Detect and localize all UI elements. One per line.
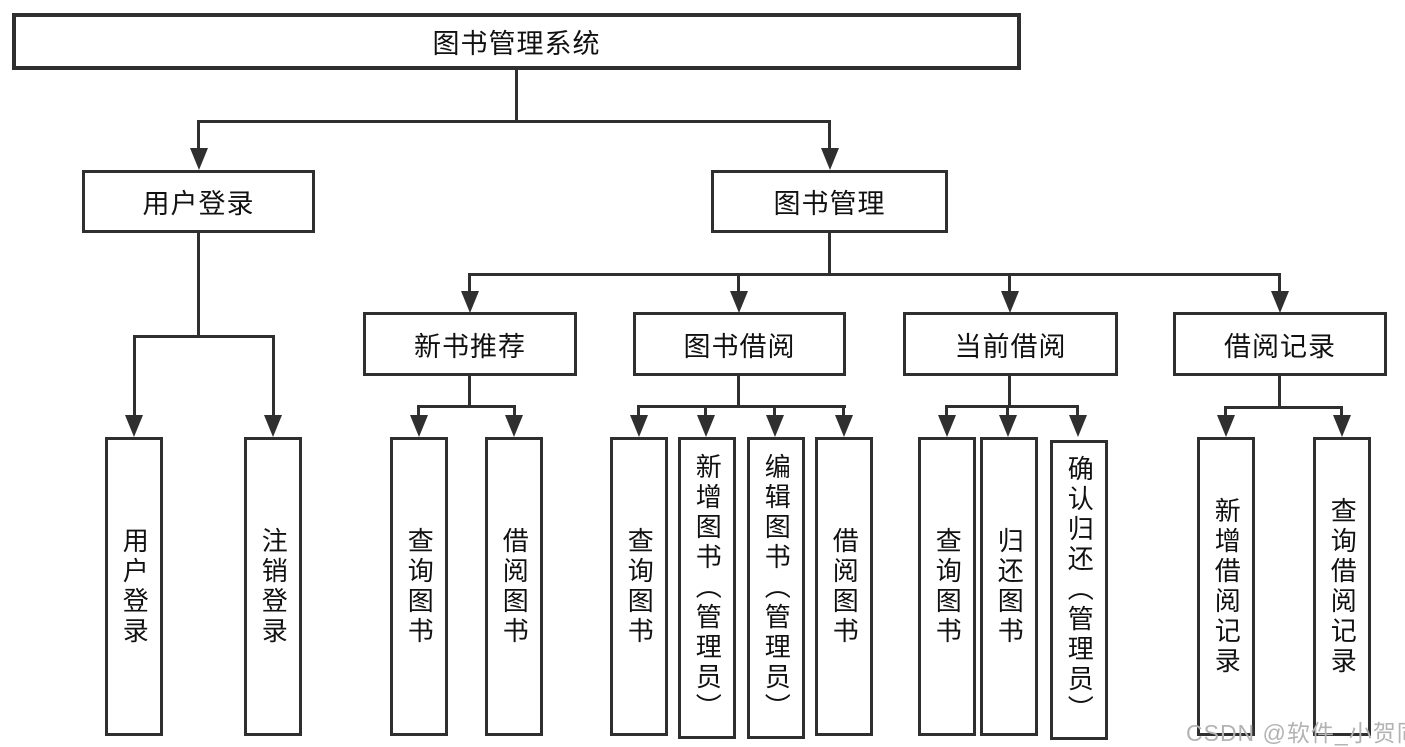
node-label: 归还图书 [994, 526, 1025, 647]
connector-line [842, 405, 845, 417]
node-label: 查询借阅记录 [1327, 496, 1358, 677]
arrow-down-icon [697, 415, 715, 437]
node-label: 借阅记录 [1224, 331, 1336, 362]
connector-line [197, 233, 200, 337]
node-book-management: 图书管理 [711, 170, 948, 233]
node-label: 借阅图书 [499, 526, 530, 647]
arrow-down-icon [730, 291, 748, 313]
arrow-down-icon [766, 415, 784, 437]
node-label: 新增借阅记录 [1211, 496, 1242, 677]
connector-line [133, 335, 275, 338]
arrow-down-icon [1271, 291, 1289, 313]
leaf-query-book-current: 查询图书 [918, 437, 976, 736]
connector-line [1278, 376, 1281, 408]
connector-line [1008, 376, 1011, 407]
arrow-down-icon [461, 291, 479, 313]
connector-line [1006, 405, 1009, 417]
leaf-borrow-book-borrowing: 借阅图书 [815, 437, 873, 736]
connector-line [468, 376, 471, 407]
node-book-borrowing: 图书借阅 [633, 312, 846, 376]
leaf-add-borrow-record: 新增借阅记录 [1197, 437, 1255, 736]
node-label: 编辑图书（管理员） [761, 453, 792, 723]
arrow-down-icon [938, 415, 956, 437]
leaf-confirm-return-admin: 确认归还（管理员） [1050, 440, 1108, 740]
node-label: 借阅图书 [829, 526, 860, 647]
connector-line [945, 405, 948, 417]
arrow-down-icon [505, 415, 523, 437]
connector-line [1278, 273, 1281, 293]
arrow-down-icon [125, 415, 143, 437]
connector-line [945, 405, 1079, 408]
connector-line [197, 120, 831, 123]
connector-line [417, 405, 516, 408]
node-label: 当前借阅 [954, 331, 1067, 362]
connector-line [417, 405, 420, 417]
connector-line [737, 376, 740, 407]
arrow-down-icon [264, 415, 282, 437]
connector-line [513, 405, 516, 417]
arrow-down-icon [190, 148, 208, 170]
arrow-down-icon [999, 415, 1017, 437]
arrow-down-icon [1001, 291, 1019, 313]
leaf-user-login: 用户登录 [105, 437, 163, 736]
node-user-login: 用户登录 [82, 170, 315, 233]
connector-line [197, 120, 200, 150]
arrow-down-icon [1069, 415, 1087, 437]
connector-line [637, 405, 846, 408]
connector-line [828, 233, 831, 275]
connector-line [1224, 406, 1227, 417]
arrow-down-icon [630, 415, 648, 437]
node-label: 用户登录 [119, 526, 150, 647]
connector-line [1008, 273, 1011, 293]
node-label: 图书借阅 [683, 331, 796, 362]
node-label: 注销登录 [258, 526, 289, 647]
connector-line [468, 273, 471, 293]
connector-line [1340, 406, 1343, 417]
connector-line [637, 405, 640, 417]
connector-line [1224, 406, 1343, 409]
leaf-query-borrow-record: 查询借阅记录 [1313, 437, 1371, 736]
leaf-logout: 注销登录 [244, 437, 302, 736]
leaf-query-book-recommend: 查询图书 [390, 437, 448, 736]
node-label: 确认归还（管理员） [1064, 455, 1095, 725]
arrow-down-icon [1333, 415, 1351, 437]
node-current-borrowing: 当前借阅 [903, 312, 1118, 376]
arrow-down-icon [410, 415, 428, 437]
connector-line [704, 405, 707, 417]
node-label: 图书管理系统 [432, 29, 601, 59]
node-new-book-recommend: 新书推荐 [363, 312, 577, 376]
connector-line [828, 120, 831, 150]
node-borrowing-records: 借阅记录 [1173, 312, 1387, 376]
arrow-down-icon [821, 148, 839, 170]
leaf-borrow-book-recommend: 借阅图书 [485, 437, 543, 736]
node-label: 用户登录 [142, 189, 255, 219]
arrow-down-icon [835, 415, 853, 437]
node-label: 查询图书 [624, 526, 655, 647]
node-label: 图书管理 [773, 189, 886, 219]
leaf-query-book-borrowing: 查询图书 [610, 437, 668, 736]
node-label: 查询图书 [932, 526, 963, 647]
node-label: 新书推荐 [414, 331, 526, 362]
connector-line [737, 273, 740, 293]
connector-line [773, 405, 776, 417]
connector-line [1076, 405, 1079, 417]
leaf-edit-book-admin: 编辑图书（管理员） [747, 437, 805, 739]
connector-line [272, 335, 275, 417]
connector-line [515, 70, 518, 122]
node-label: 新增图书（管理员） [692, 453, 723, 723]
leaf-return-book: 归还图书 [980, 437, 1038, 736]
connector-line [133, 335, 136, 417]
leaf-add-book-admin: 新增图书（管理员） [678, 437, 736, 739]
arrow-down-icon [1217, 415, 1235, 437]
node-label: 查询图书 [404, 526, 435, 647]
connector-line [468, 273, 1281, 276]
csdn-watermark: CSDN @软件_小贺同学 [1186, 720, 1405, 746]
node-root-library-system: 图书管理系统 [12, 13, 1021, 70]
